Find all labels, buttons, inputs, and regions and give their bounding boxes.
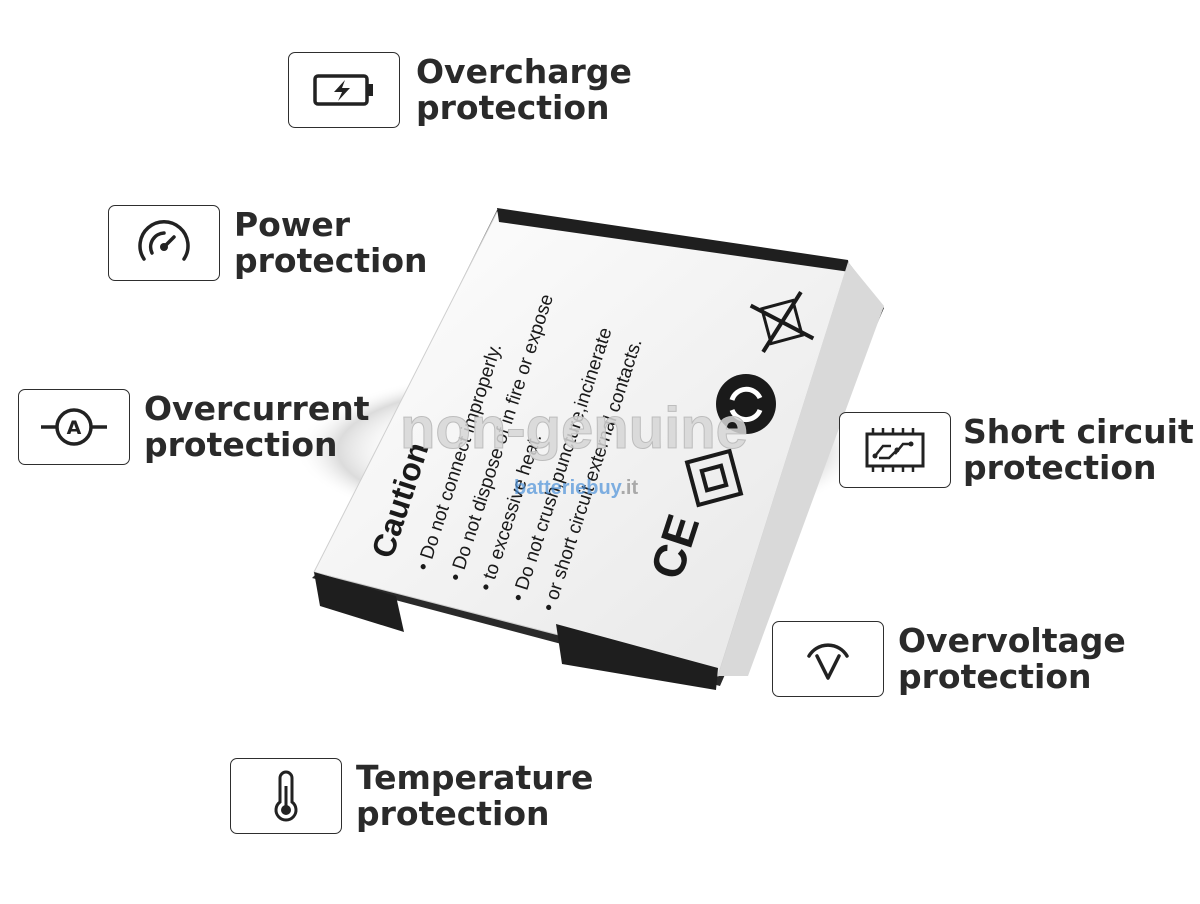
crossed-bin-icon (749, 291, 815, 353)
battery-line: • or short circuit external contacts. (538, 336, 646, 614)
battery-charge-icon (313, 74, 373, 106)
icon-box: A (18, 389, 130, 465)
feature-label: Overcurrent protection (144, 391, 369, 463)
feature-label: Short circuit protection (963, 414, 1194, 486)
feature-short-circuit: Short circuit protection (839, 412, 1194, 488)
feature-subtitle: protection (356, 794, 550, 833)
battery-face (313, 211, 849, 677)
icon-box (230, 758, 342, 834)
battery-line: • to excessive heat. (476, 431, 547, 593)
feature-label: Overvoltage protection (898, 623, 1126, 695)
ce-mark-text: CE (640, 508, 709, 585)
feature-label: Power protection (234, 207, 428, 279)
battery-line: • Do not dispose of in fire or expose (445, 292, 558, 584)
icon-box (108, 205, 220, 281)
feature-overvoltage: Overvoltage protection (772, 621, 1126, 697)
feature-title: Short circuit (963, 412, 1194, 451)
feature-subtitle: protection (898, 657, 1092, 696)
feature-subtitle: protection (416, 88, 610, 127)
terminal-right (556, 624, 718, 690)
ammeter-icon: A (41, 408, 107, 446)
feature-subtitle: protection (144, 425, 338, 464)
feature-subtitle: protection (963, 448, 1157, 487)
feature-label: Temperature protection (356, 760, 593, 832)
recycle-circle-icon (716, 374, 776, 434)
feature-label: Overcharge protection (416, 54, 632, 126)
watermark-brand-suffix: .it (620, 477, 638, 499)
watermark-brand-name: batteriebuy (514, 477, 623, 499)
feature-temperature: Temperature protection (230, 758, 593, 834)
voltage-icon (807, 643, 849, 680)
ce-mark: CE (640, 508, 709, 585)
feature-title: Overcurrent (144, 389, 370, 428)
battery-caution-heading: Caution (364, 438, 435, 562)
feature-overcharge: Overcharge protection (288, 52, 632, 128)
recycle-icon (684, 448, 744, 508)
feature-power: Power protection (108, 205, 428, 281)
svg-text:A: A (67, 417, 82, 439)
icon-box (288, 52, 400, 128)
power-gauge-icon (138, 219, 190, 261)
watermark-text: non-genuine (400, 396, 748, 461)
icon-box (839, 412, 951, 488)
feature-title: Overvoltage (898, 621, 1126, 660)
feature-title: Temperature (356, 758, 594, 797)
feature-overcurrent: A Overcurrent protection (18, 389, 369, 465)
feature-title: Power (234, 205, 350, 244)
battery-label-group: Caution • Do not connect improperly. • D… (364, 292, 646, 614)
watermark-brand: batteriebuy.it (514, 477, 638, 499)
swirl-effect (295, 365, 865, 535)
battery-line: • Do not connect improperly. (413, 341, 506, 573)
feature-subtitle: protection (234, 241, 428, 280)
battery-side (312, 210, 884, 686)
terminal-left (314, 572, 404, 632)
icon-box (772, 621, 884, 697)
thermometer-icon (274, 770, 298, 822)
feature-title: Overcharge (416, 52, 632, 91)
battery-line: • Do not crush,puncture,incinerate (508, 325, 617, 604)
circuit-board-icon (865, 428, 925, 472)
battery-top-edge (497, 208, 850, 272)
